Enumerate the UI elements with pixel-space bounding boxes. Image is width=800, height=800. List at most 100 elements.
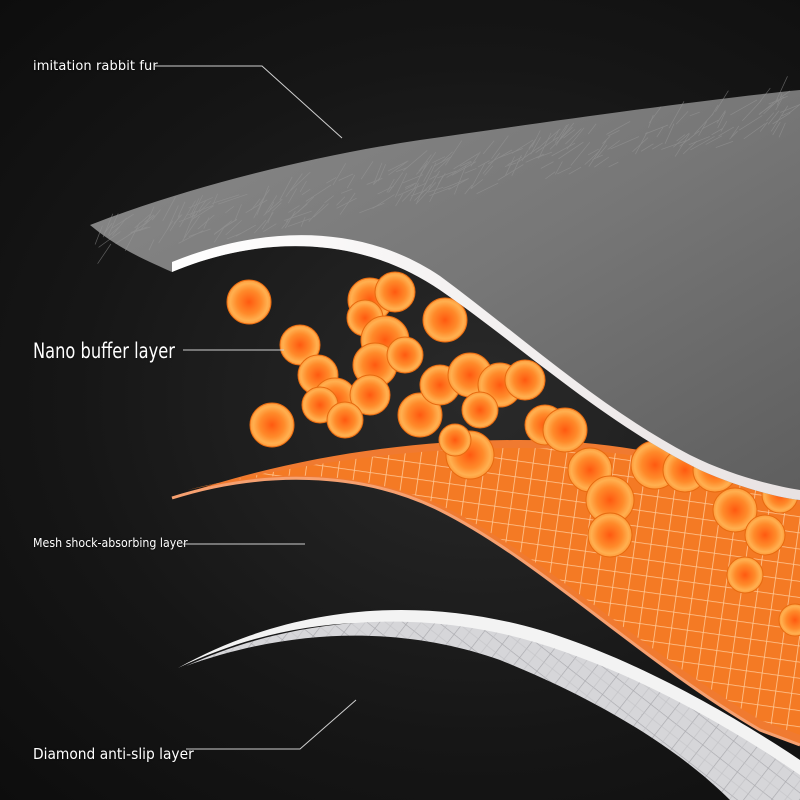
fur-strand: [148, 206, 155, 220]
nano-ball: [587, 512, 633, 558]
fur-strand: [766, 112, 775, 122]
fur-strand: [565, 128, 582, 145]
fur-strand: [566, 127, 585, 150]
fur-strand: [528, 141, 535, 151]
fur-strand: [648, 106, 662, 124]
fur-strand: [698, 121, 708, 136]
fur-strand: [558, 141, 584, 160]
fur-strand: [551, 142, 576, 157]
fur-strand: [668, 101, 685, 129]
fur-strand: [702, 119, 719, 130]
fur-strand: [718, 126, 735, 137]
fur-strand: [108, 227, 119, 237]
fur-strand: [656, 126, 664, 138]
fur-strand: [359, 202, 385, 214]
nano-ball: [374, 271, 416, 313]
fur-strand: [445, 140, 463, 166]
fur-strand: [144, 215, 155, 225]
fur-strand: [332, 163, 347, 186]
fur-strand: [694, 113, 714, 135]
imitation-rabbit-fur-layer: [90, 76, 800, 500]
fur-strand: [584, 150, 601, 165]
fur-strand: [409, 183, 419, 202]
fur-strand: [279, 176, 293, 201]
fur-strand: [395, 194, 403, 207]
fur-strand: [429, 187, 451, 197]
fur-strand: [178, 230, 204, 244]
fur-strand: [610, 136, 640, 150]
nano-ball: [461, 391, 499, 429]
fur-strand: [372, 194, 395, 209]
fur-strand: [664, 123, 675, 144]
nano-ball: [726, 556, 764, 594]
fur-strand: [373, 177, 381, 185]
fur-strand: [711, 127, 724, 136]
fur-strand: [300, 216, 306, 227]
fur-strand: [772, 112, 791, 125]
fur-strand: [98, 231, 121, 248]
fur-strand: [560, 122, 575, 139]
fur-strand: [511, 154, 522, 177]
fur-strand: [211, 194, 240, 204]
fur-strand: [464, 184, 473, 195]
nano-ball: [504, 359, 546, 401]
fur-strand: [405, 182, 417, 188]
fur-strand: [675, 111, 689, 125]
fur-strand: [338, 173, 354, 181]
fur-strand: [538, 132, 552, 159]
fur-strand: [459, 160, 472, 167]
fur-strand: [394, 172, 408, 198]
fur-strand: [516, 147, 540, 163]
nano-ball: [326, 401, 364, 439]
fur-strand: [324, 195, 335, 204]
fur-strand: [606, 121, 631, 135]
fur-strand: [414, 184, 431, 201]
fur-strand: [148, 239, 155, 251]
nano-ball: [226, 279, 272, 325]
fur-strand: [470, 179, 484, 190]
fur-strand: [386, 178, 395, 193]
fur-strand: [115, 229, 138, 244]
fur-strand: [166, 205, 179, 230]
fur-strand: [267, 211, 273, 224]
nano-ball: [397, 392, 443, 438]
fur-strand: [251, 198, 261, 211]
fur-strand: [768, 95, 788, 105]
fur-strand: [388, 172, 404, 193]
fur-strand: [661, 139, 690, 150]
fur-strand: [775, 76, 788, 103]
fur-strand: [648, 114, 654, 128]
fur-strand: [682, 140, 698, 155]
fur-strand: [497, 164, 524, 181]
nano-ball: [349, 374, 391, 416]
fur-strand: [187, 205, 214, 216]
fur-strand: [253, 219, 267, 234]
fur-strand: [245, 199, 268, 214]
fur-strand: [308, 204, 325, 222]
fur-strand: [602, 136, 611, 144]
fur-strand: [203, 217, 210, 229]
fur-strand: [134, 213, 151, 229]
label-mesh-shock-absorbing-layer: Mesh shock-absorbing layer: [33, 536, 188, 550]
fur-strand: [102, 213, 114, 238]
fur-strand: [443, 178, 469, 189]
fur-strand: [225, 220, 242, 236]
fur-strand: [717, 111, 726, 129]
fur-strand: [178, 214, 198, 223]
fur-strand: [715, 140, 734, 148]
fur-strand: [112, 217, 127, 236]
fur-strand: [778, 122, 786, 138]
fur-strand: [608, 161, 619, 168]
fur-strand: [775, 99, 783, 111]
fur-strand: [97, 243, 112, 264]
fur-strand: [284, 210, 296, 229]
fur-strand: [545, 171, 556, 180]
fur-strand: [158, 220, 174, 244]
fur-strand: [730, 99, 758, 116]
fur-strand: [177, 201, 186, 218]
fur-strand: [414, 161, 429, 188]
fur-strand: [679, 130, 700, 147]
fur-strand: [739, 115, 763, 131]
fur-strand: [420, 152, 437, 175]
